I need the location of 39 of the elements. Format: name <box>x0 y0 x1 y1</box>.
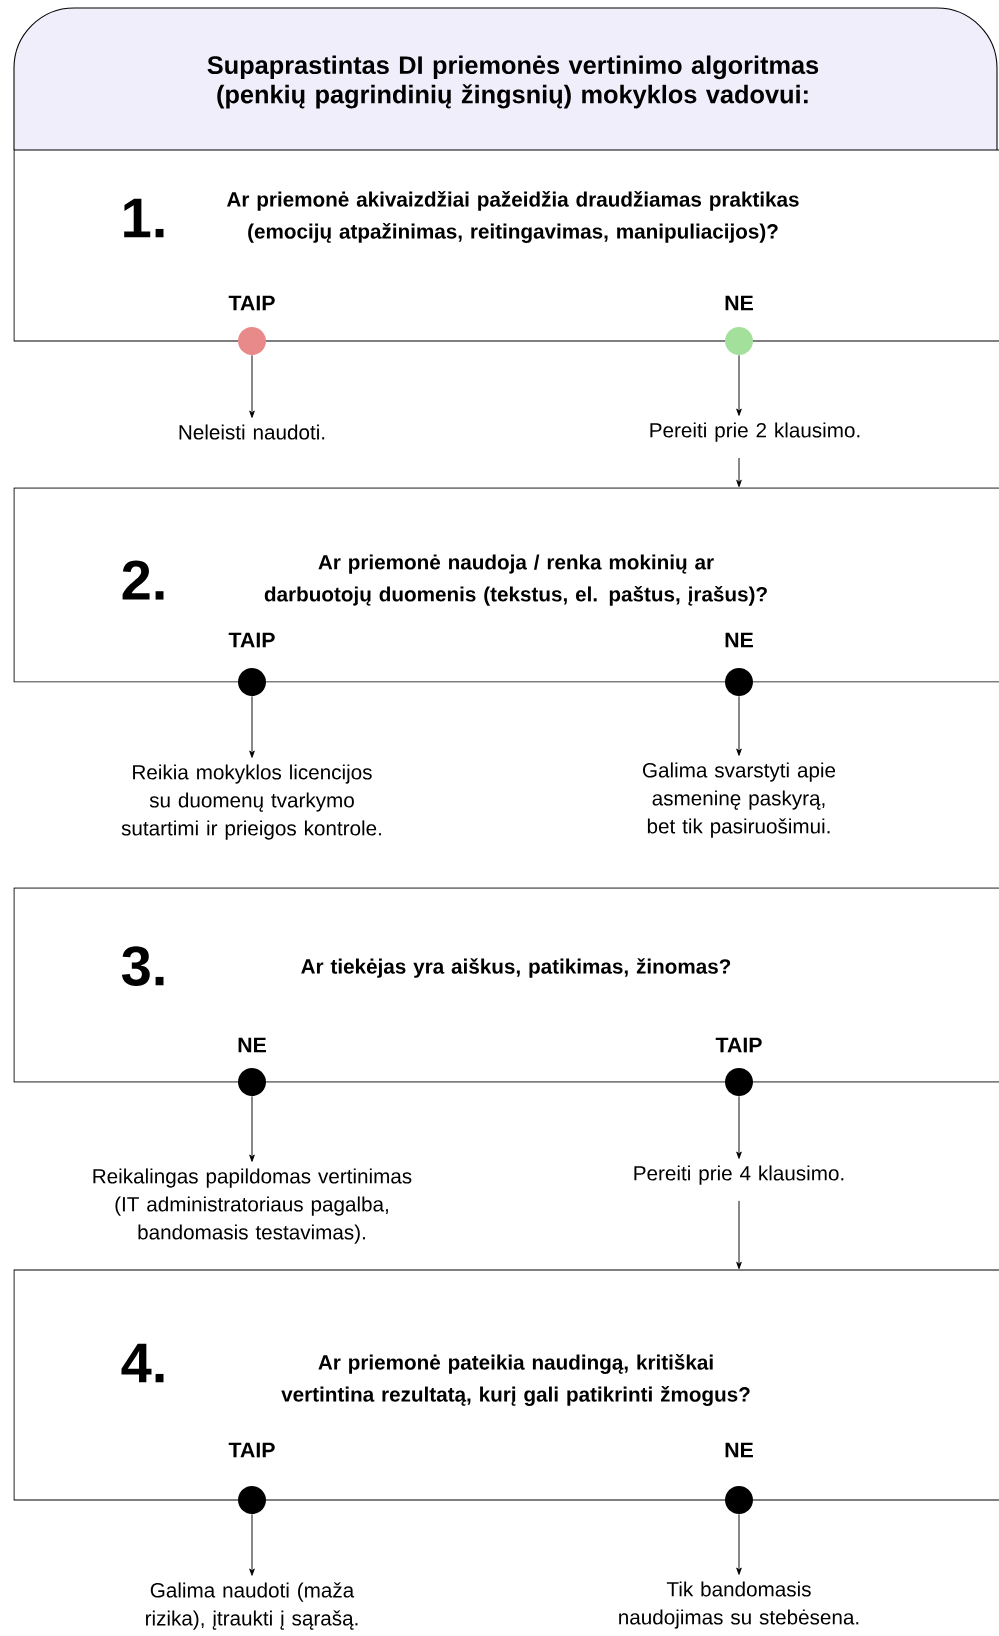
dot <box>725 327 753 355</box>
node-label: Ar priemonė naudoja / renka mokinių ar darbuotojų duomenis (tekstus, el. paštus, įrašus)? <box>264 554 767 606</box>
dot <box>725 1486 753 1514</box>
outcome-text: Galima svarstyti apie asmeninę paskyrą, bet tik pasiruošimui. <box>643 762 836 838</box>
outcome-text: Neleisti naudoti. <box>179 424 325 440</box>
outcome-text: Pereiti prie 2 klausimo. <box>650 422 860 442</box>
dot <box>238 327 266 355</box>
dot <box>725 1068 753 1096</box>
answer-label: TAIP <box>715 1037 762 1053</box>
answer-label: TAIP <box>228 1442 275 1458</box>
answer-label: NE <box>725 1442 753 1458</box>
outcome-text: Galima naudoti (maža rizika), įtraukti į sąrašą. <box>146 1582 358 1630</box>
dot <box>725 668 753 696</box>
answer-label: TAIP <box>228 632 275 648</box>
dot <box>238 1486 266 1514</box>
answer-label: NE <box>725 295 753 311</box>
outcome-text: Tik bandomasis naudojimas su stebėsena. <box>619 1581 859 1629</box>
arrow <box>249 354 255 418</box>
arrow <box>249 695 255 758</box>
outcome-text: Reikia mokyklos licencijos su duomenų tvarkymo sutartimi ir prieigos kontrole. <box>121 764 381 840</box>
node-label: Ar priemonė pateikia naudingą, kritiškai vertintina rezultatą, kurį gali patikrinti žmogus? <box>281 1354 750 1406</box>
arrow <box>736 695 742 756</box>
arrow <box>736 354 742 416</box>
answer-label: TAIP <box>228 295 275 311</box>
outcome-text: Reikalingas papildomas vertinimas (IT administratoriaus pagalba, bandomasis testavimas). <box>93 1168 412 1244</box>
dot <box>238 1068 266 1096</box>
arrow <box>736 1200 742 1270</box>
outcome-text: Pereiti prie 4 klausimo. <box>634 1165 844 1185</box>
node-label: 4. <box>121 1343 164 1383</box>
arrow <box>736 1095 742 1159</box>
arrow <box>249 1513 255 1576</box>
arrow <box>249 1095 255 1162</box>
title-band: Supaprastintas DI priemonės vertinimo algoritmas (penkių pagrindinių žingsnių) mokyklos vadovui: <box>13 7 998 151</box>
dot <box>238 668 266 696</box>
node-label: 2. <box>122 560 164 600</box>
arrow <box>736 1513 742 1575</box>
answer-label: NE <box>725 632 753 648</box>
answer-label: NE <box>238 1037 266 1053</box>
arrow <box>736 457 742 488</box>
